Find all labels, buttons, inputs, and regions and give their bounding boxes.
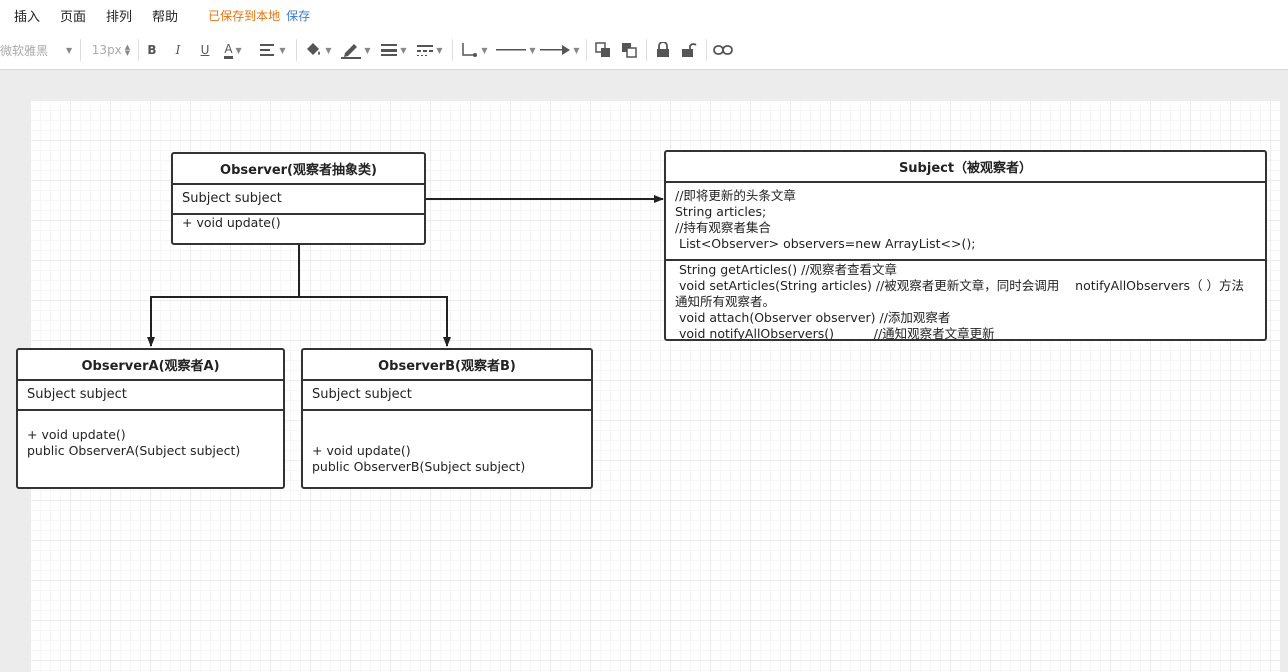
method-line: public ObserverA(Subject subject): [27, 443, 241, 458]
method-line: void setArticles(String articles) //被观察者…: [675, 278, 1245, 293]
attribute-line: List<Observer> observers=new ArrayList<>…: [675, 236, 976, 251]
uml-class-observer-a[interactable]: ObserverA(观察者A) Subject subject + void u…: [16, 348, 285, 489]
toolbar-divider: [586, 39, 587, 61]
uml-class-observer-b[interactable]: ObserverB(观察者B) Subject subject + void u…: [301, 348, 593, 489]
uml-class-observer[interactable]: Observer(观察者抽象类) Subject subject + void …: [171, 152, 426, 245]
toolbar-divider: [646, 39, 647, 61]
font-size-value: 13px: [91, 43, 122, 57]
class-methods: String getArticles() //观察者查看文章 void setA…: [666, 261, 1265, 342]
italic-button[interactable]: I: [169, 38, 187, 62]
font-size-stepper[interactable]: 13px ▲▼: [90, 38, 132, 62]
font-color-button[interactable]: A ▼: [220, 38, 246, 62]
line-width-icon: [381, 44, 398, 56]
class-title: Subject（被观察者）: [666, 152, 1265, 183]
connector-type-button[interactable]: ▼: [458, 38, 490, 62]
align-button[interactable]: ▼: [257, 38, 289, 62]
chevron-down-icon: ▼: [325, 45, 332, 55]
stepper-arrows-icon: ▲▼: [124, 43, 131, 57]
link-button[interactable]: [712, 38, 734, 62]
line-style-button[interactable]: ▼: [414, 38, 446, 62]
unlock-icon: [682, 43, 697, 57]
underline-button[interactable]: U: [196, 38, 214, 62]
line-width-button[interactable]: ▼: [378, 38, 410, 62]
font-color-icon: A: [224, 42, 233, 59]
class-title: Observer(观察者抽象类): [173, 154, 424, 185]
chevron-down-icon: ▼: [400, 45, 407, 55]
send-to-back-button[interactable]: [620, 38, 638, 62]
class-methods: + void update() public ObserverA(Subject…: [18, 411, 283, 459]
chevron-down-icon: ▼: [436, 45, 443, 55]
toolbar-divider: [706, 39, 707, 61]
class-attributes: //即将更新的头条文章 String articles; //持有观察者集合 L…: [666, 183, 1265, 261]
method-line: String getArticles() //观察者查看文章: [675, 262, 898, 277]
attribute-line: Subject subject: [27, 387, 127, 402]
chevron-down-icon: ▼: [235, 45, 242, 55]
menu-page[interactable]: 页面: [60, 9, 87, 25]
menu-bar: 插入 页面 排列 帮助 已保存到本地 保存: [0, 0, 1288, 30]
line-end-button[interactable]: ▼: [540, 38, 580, 62]
bring-to-front-button[interactable]: [594, 38, 612, 62]
underline-icon: U: [200, 43, 210, 57]
method-line: void attach(Observer observer) //添加观察者: [675, 310, 951, 325]
method-line: void notifyAllObservers() //通知观察者文章更新: [675, 326, 995, 341]
class-attributes: Subject subject: [18, 381, 283, 411]
toolbar-divider: [452, 39, 453, 61]
toolbar-divider: [138, 39, 139, 61]
font-family-select[interactable]: 微软雅黑 ▼: [0, 38, 74, 62]
lock-button[interactable]: [654, 38, 672, 62]
italic-icon: I: [175, 43, 181, 57]
paint-bucket-icon: [307, 43, 321, 55]
chevron-down-icon: ▼: [66, 45, 73, 55]
attribute-line: //即将更新的头条文章: [675, 188, 796, 203]
line-style-icon: [417, 45, 434, 56]
toolbar: 微软雅黑 ▼ 13px ▲▼ B I U A ▼ ▼ ▼ ▼ ▼ ▼ ▼: [0, 30, 1288, 70]
line-color-button[interactable]: ▼: [339, 38, 373, 62]
class-title: ObserverA(观察者A): [18, 350, 283, 381]
toolbar-divider: [80, 39, 81, 61]
method-line: 通知所有观察者。: [675, 294, 776, 309]
uml-class-subject[interactable]: Subject（被观察者） //即将更新的头条文章 String article…: [664, 150, 1267, 341]
lock-icon: [657, 42, 669, 57]
arrow-right-icon: [540, 45, 571, 55]
method-line: public ObserverB(Subject subject): [312, 459, 526, 474]
class-methods: + void update(): [173, 215, 424, 231]
line-start-button[interactable]: ▼: [496, 38, 536, 62]
chevron-down-icon: ▼: [529, 45, 536, 55]
method-line: + void update(): [27, 427, 126, 442]
chevron-down-icon: ▼: [279, 45, 286, 55]
method-line: + void update(): [312, 443, 411, 458]
class-attributes: Subject subject: [173, 185, 424, 215]
attribute-line: //持有观察者集合: [675, 220, 771, 235]
toolbar-divider: [296, 39, 297, 61]
fill-color-button[interactable]: ▼: [302, 38, 334, 62]
menu-insert[interactable]: 插入: [14, 9, 41, 25]
attribute-line: Subject subject: [312, 387, 412, 402]
line-start-icon: [496, 49, 527, 51]
font-family-value: 微软雅黑: [0, 43, 49, 58]
send-back-icon: [622, 43, 637, 58]
unlock-button[interactable]: [680, 38, 698, 62]
menu-arrange[interactable]: 排列: [106, 9, 133, 25]
class-attributes: Subject subject: [303, 381, 591, 411]
menu-help[interactable]: 帮助: [152, 9, 179, 25]
pen-icon: [341, 44, 362, 59]
chevron-down-icon: ▼: [481, 45, 488, 55]
class-title: ObserverB(观察者B): [303, 350, 591, 381]
bring-front-icon: [595, 42, 610, 57]
link-icon: [713, 45, 733, 55]
bold-icon: B: [147, 43, 157, 57]
attribute-line: String articles;: [675, 204, 767, 219]
align-left-icon: [260, 44, 275, 56]
save-status: 已保存到本地: [208, 8, 281, 23]
chevron-down-icon: ▼: [364, 45, 371, 55]
elbow-connector-icon: [462, 43, 478, 57]
class-methods: + void update() public ObserverB(Subject…: [303, 411, 591, 475]
bold-button[interactable]: B: [143, 38, 161, 62]
chevron-down-icon: ▼: [573, 45, 580, 55]
method-line: + void update(): [182, 215, 281, 230]
save-link[interactable]: 保存: [286, 8, 311, 23]
attribute-line: Subject subject: [182, 191, 282, 206]
